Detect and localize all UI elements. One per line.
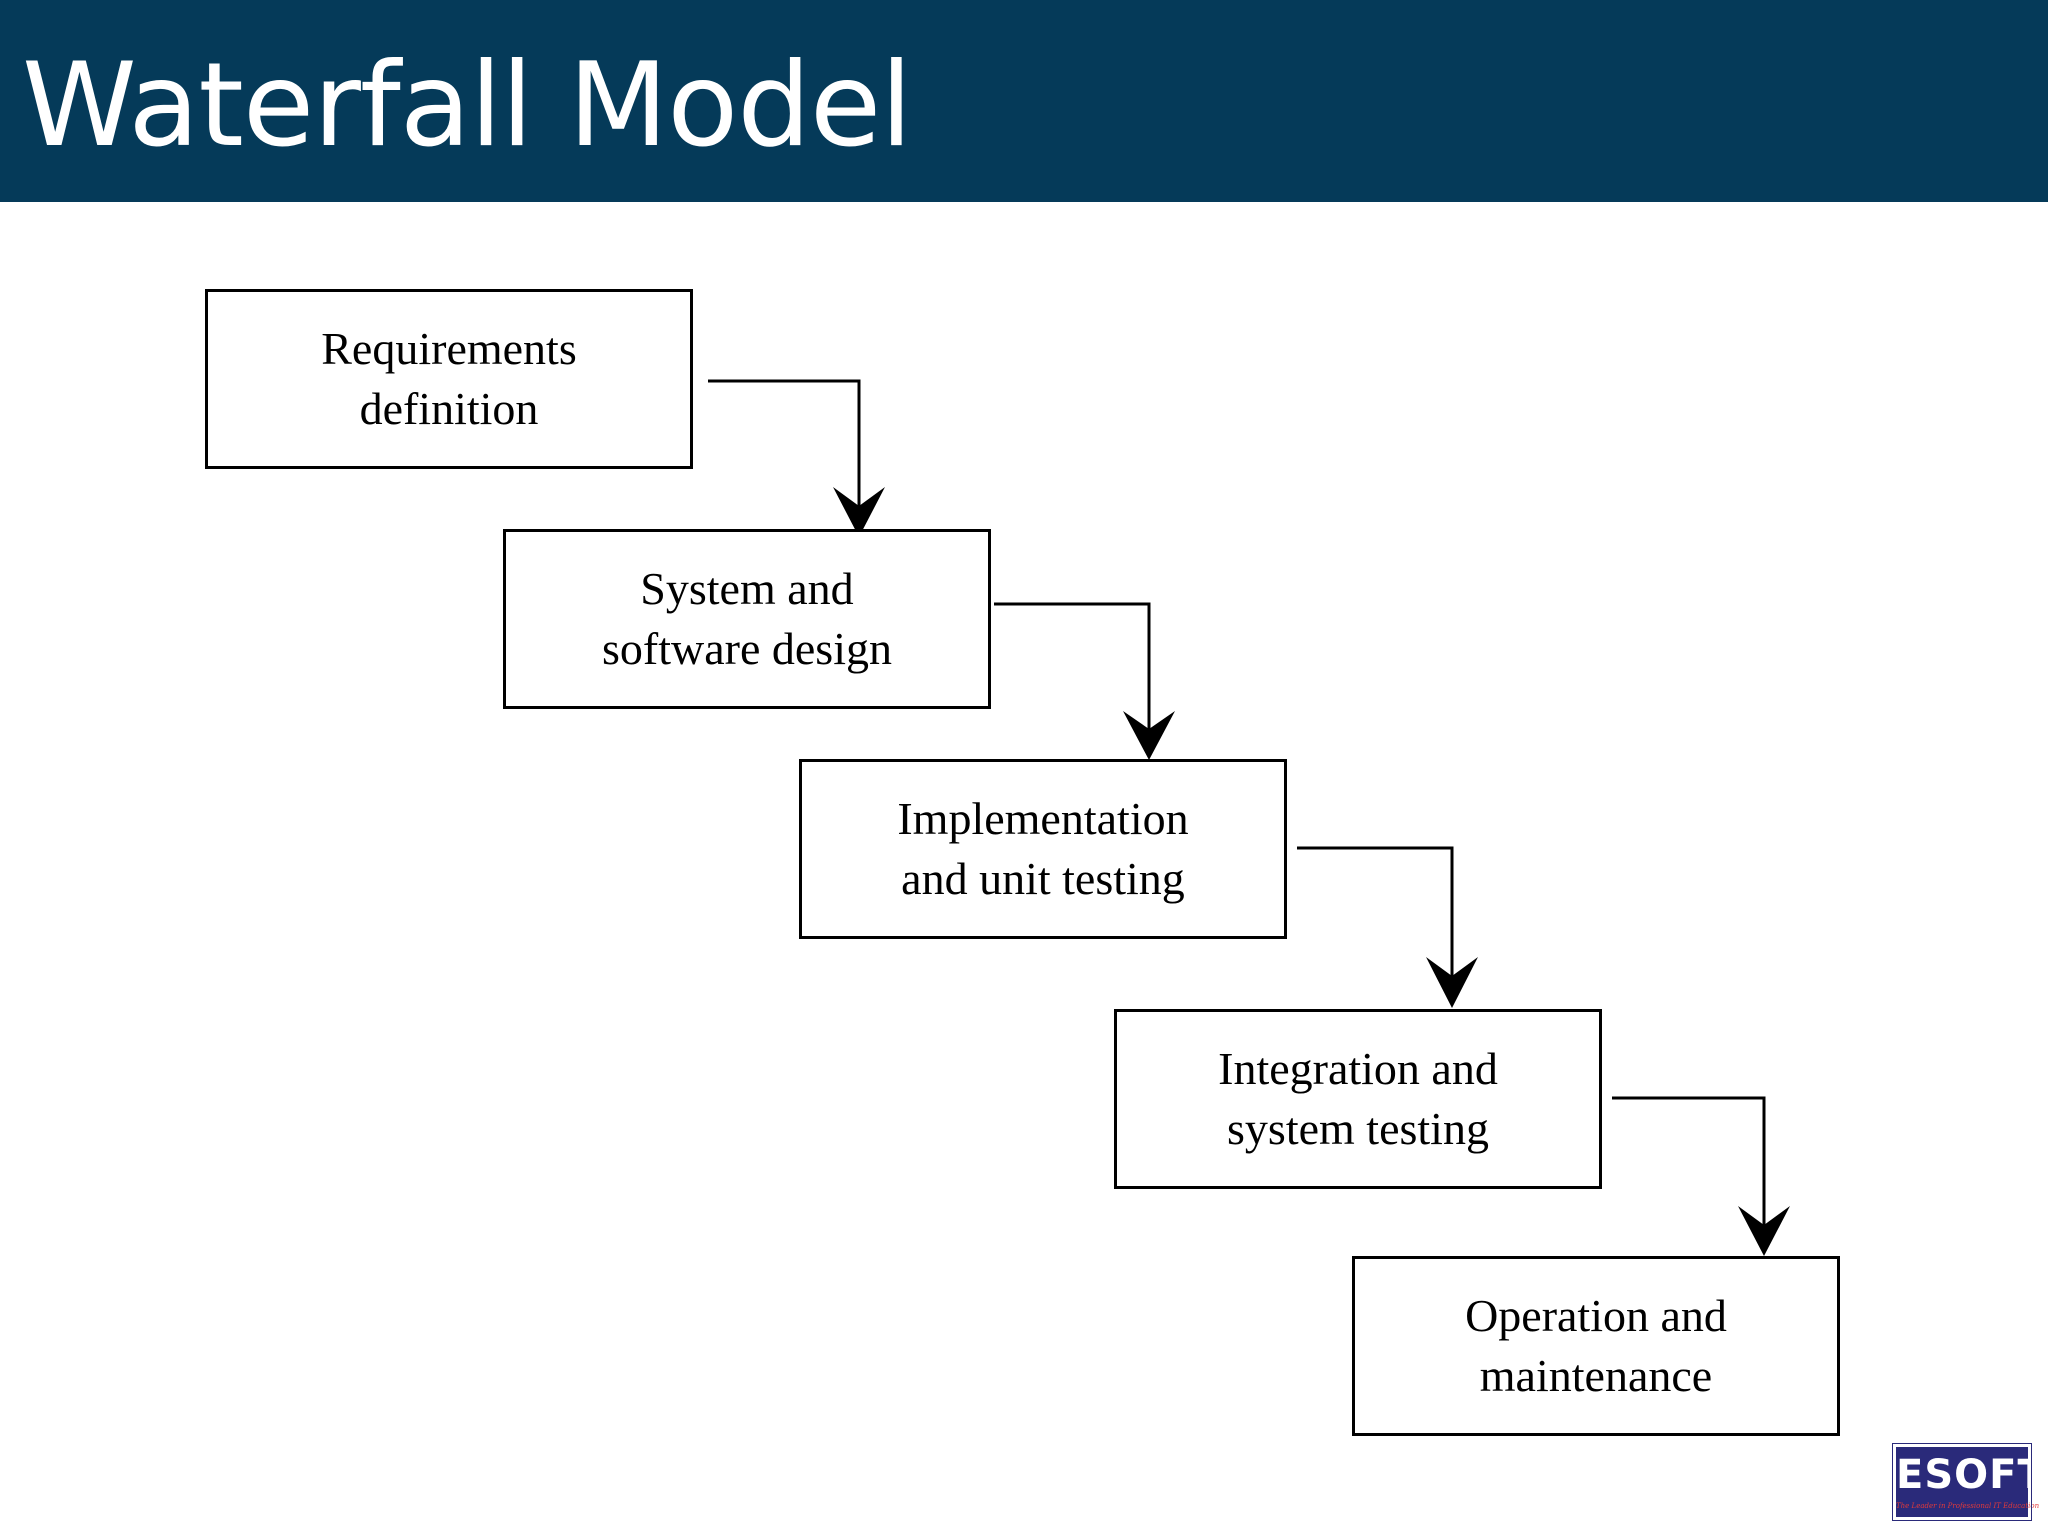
stage-label: Requirements definition bbox=[321, 323, 577, 434]
esoft-logo: ESOFT The Leader in Professional IT Educ… bbox=[1892, 1443, 2046, 1521]
stage-system-software-design: System and software design bbox=[503, 529, 991, 709]
logo-tagline: The Leader in Professional IT Education bbox=[1896, 1502, 2040, 1510]
slide-title: Waterfall Model bbox=[22, 38, 912, 173]
connector-integration-to-operation bbox=[1612, 1096, 1766, 1240]
stage-implementation-unit-testing: Implementation and unit testing bbox=[799, 759, 1287, 939]
arrowhead-down-icon bbox=[833, 487, 885, 537]
arrowhead-down-icon bbox=[1738, 1206, 1790, 1256]
stage-label: System and software design bbox=[602, 563, 892, 674]
connector-implementation-to-integration bbox=[1297, 846, 1454, 992]
stage-label: Operation and maintenance bbox=[1465, 1290, 1727, 1401]
arrowhead-down-icon bbox=[1123, 711, 1175, 760]
connector-requirements-to-design bbox=[708, 379, 861, 520]
stage-operation-maintenance: Operation and maintenance bbox=[1352, 1256, 1840, 1436]
logo-text: ESOFT bbox=[1896, 1452, 2046, 1498]
stage-requirements-definition: Requirements definition bbox=[205, 289, 693, 469]
slide-header: Waterfall Model bbox=[0, 0, 2048, 202]
stage-integration-system-testing: Integration and system testing bbox=[1114, 1009, 1602, 1189]
stage-label: Implementation and unit testing bbox=[897, 793, 1189, 904]
arrowhead-down-icon bbox=[1426, 957, 1478, 1008]
connector-design-to-implementation bbox=[994, 602, 1151, 745]
stage-label: Integration and system testing bbox=[1218, 1043, 1498, 1154]
